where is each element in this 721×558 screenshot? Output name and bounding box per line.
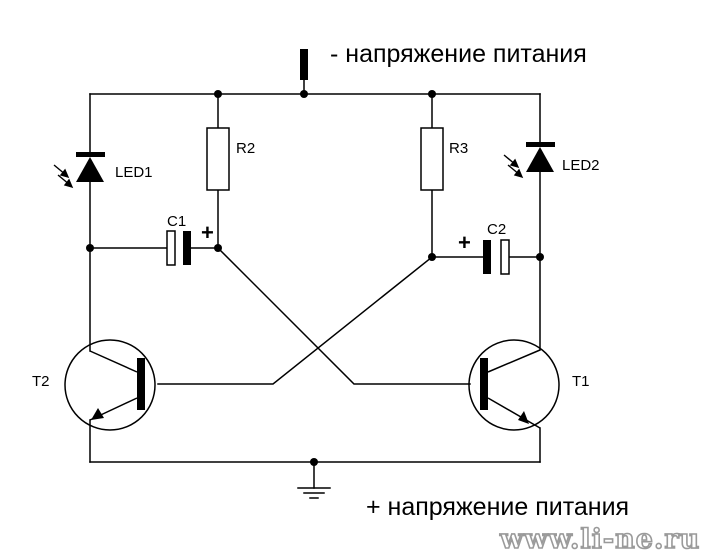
c1-polarity-mark: + — [201, 220, 214, 245]
ground-symbol — [297, 487, 331, 499]
t2-emitter-arrow-icon — [91, 408, 104, 420]
led1-light-arrows-icon — [53, 164, 74, 189]
led1-label: LED1 — [115, 164, 153, 181]
junction-dot — [310, 458, 318, 466]
supply-plus-label: + напряжение питания — [366, 493, 629, 521]
resistor-r3 — [420, 127, 444, 191]
t2-label: T2 — [32, 373, 50, 390]
junction-dot — [214, 90, 222, 98]
led2-label: LED2 — [562, 157, 600, 174]
junction-dot — [428, 90, 436, 98]
cross-wire-r3-to-t2-base — [157, 255, 434, 385]
led2-light-arrows-icon — [503, 154, 524, 179]
junction-dot — [86, 244, 94, 252]
led1-diode — [76, 152, 105, 182]
junction-dots — [86, 90, 544, 466]
r2-label: R2 — [236, 140, 255, 157]
junction-dot — [300, 90, 308, 98]
r3-label: R3 — [449, 140, 468, 157]
junction-dot — [536, 253, 544, 261]
t1-label: T1 — [572, 373, 590, 390]
transistor-t1 — [468, 339, 560, 431]
supply-terminal — [300, 49, 308, 80]
t1-emitter-arrow-icon — [518, 411, 529, 424]
led2-diode — [526, 142, 555, 172]
supply-minus-label: - напряжение питания — [330, 40, 587, 68]
junction-dot — [214, 244, 222, 252]
capacitor-c2 — [483, 239, 510, 275]
c1-label: C1 — [167, 213, 186, 230]
cross-wire-r2-to-t1-base — [216, 246, 471, 385]
capacitor-c1 — [166, 230, 191, 266]
junction-dot — [428, 253, 436, 261]
c2-polarity-mark: + — [458, 230, 471, 255]
watermark: www.li-ne.ru — [499, 524, 700, 555]
resistor-r2 — [206, 127, 230, 191]
c2-label: C2 — [487, 221, 506, 238]
transistor-t2 — [64, 339, 156, 431]
